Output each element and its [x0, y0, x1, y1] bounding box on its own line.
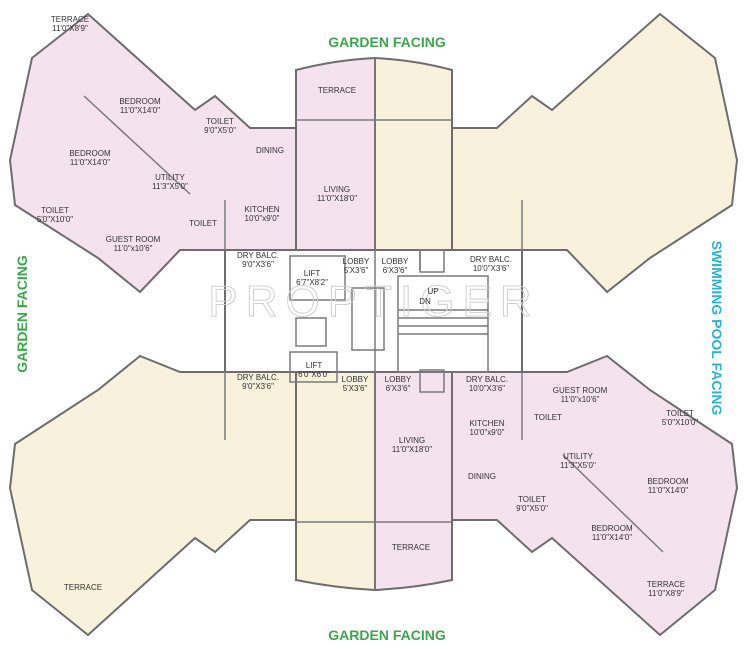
room-label: DINING	[468, 472, 496, 481]
facing-right-label: SWIMMING POOL FACING	[709, 241, 725, 416]
room-size: 9'0"X5'0"	[204, 126, 236, 135]
room-label: KITCHEN	[244, 205, 279, 214]
room-label: TOILET	[206, 117, 234, 126]
room-label: TERRACE	[64, 583, 102, 592]
room-label: DN	[419, 297, 431, 306]
room-size: 10'0"X3'6"	[469, 384, 505, 393]
room-label: TOILET	[189, 219, 217, 228]
room-label: BEDROOM	[647, 477, 689, 486]
room-label: BEDROOM	[591, 524, 633, 533]
room-size: 5'X3'6"	[344, 266, 369, 275]
staircase	[397, 275, 489, 373]
service-core	[224, 249, 523, 393]
room-size: 9'0"X3'6"	[242, 260, 274, 269]
room-size: 11'3"X5'0"	[152, 182, 188, 191]
lift-shaft	[289, 255, 346, 301]
room-label: DRY BALC.	[470, 255, 512, 264]
room-label: LIFT	[306, 361, 323, 370]
unit-top-center-right	[374, 56, 453, 251]
room-label: KITCHEN	[469, 419, 504, 428]
room-size: 11'3"X5'0"	[560, 461, 596, 470]
room-label: UP	[427, 287, 438, 296]
room-size: 11'0"X14'0"	[592, 533, 632, 542]
room-label: LOBBY	[385, 375, 412, 384]
room-label: DRY BALC.	[237, 373, 279, 382]
lift-shaft	[289, 351, 338, 383]
room-label: TERRACE	[318, 86, 356, 95]
room-size: 11'0"X18'0"	[392, 445, 432, 454]
room-label: LIVING	[399, 436, 425, 445]
room-label: UTILITY	[155, 173, 185, 182]
room-label: TOILET	[666, 409, 694, 418]
room-label: DINING	[256, 146, 284, 155]
room-label: TERRACE	[392, 543, 430, 552]
room-size: 11'0"X14'0"	[648, 486, 688, 495]
room-label: LOBBY	[342, 375, 369, 384]
room-labels: TERRACE11'0"X8'9"BEDROOM11'0"X14'0"BEDRO…	[37, 15, 698, 598]
room-label: DRY BALC.	[466, 375, 508, 384]
room-label: TOILET	[41, 206, 69, 215]
room-size: 5'0"X10'0"	[662, 418, 698, 427]
room-label: BEDROOM	[119, 97, 161, 106]
facing-bottom-label: GARDEN FACING	[328, 627, 446, 643]
room-size: 10'0"X3'6"	[473, 264, 509, 273]
room-label: LOBBY	[382, 257, 409, 266]
room-label: LOBBY	[343, 257, 370, 266]
room-size: 5'X3'6"	[343, 384, 368, 393]
room-label: TOILET	[534, 413, 562, 422]
room-size: 11'0"X14'0"	[70, 158, 110, 167]
room-size: 10'0"x9'0"	[245, 214, 280, 223]
room-size: 6'X3'6"	[386, 384, 411, 393]
room-label: TERRACE	[51, 15, 89, 24]
room-size: 11'0"X8'9"	[52, 24, 88, 33]
unit-bottom-center-left	[295, 371, 376, 592]
facing-left-label: GARDEN FACING	[14, 255, 30, 373]
room-size: 11'0"X18'0"	[317, 194, 357, 203]
facing-top-label: GARDEN FACING	[328, 34, 446, 50]
room-label: GUEST ROOM	[553, 386, 608, 395]
room-size: 6'0"X6'0"	[298, 370, 330, 379]
room-label: LIVING	[324, 185, 350, 194]
room-size: 6'7"X8'2"	[296, 278, 328, 287]
room-label: BEDROOM	[69, 149, 111, 158]
interior-walls	[83, 58, 664, 590]
watermark: PROPTIGER	[208, 277, 539, 326]
room-size: 10'0"x9'0"	[470, 428, 505, 437]
room-size: 11'0"X8'9"	[648, 589, 684, 598]
room-size: 9'0"X5'0"	[516, 504, 548, 513]
room-label: UTILITY	[563, 452, 593, 461]
room-size: 6'X3'6"	[383, 266, 408, 275]
room-size: 9'0"X3'6"	[242, 382, 274, 391]
room-label: TERRACE	[647, 580, 685, 589]
room-label: LIFT	[304, 269, 321, 278]
room-size: 11'0"x10'6"	[561, 395, 600, 404]
unit-bottom-center-right	[374, 371, 453, 592]
room-label: GUEST ROOM	[106, 235, 161, 244]
unit-bottom-left	[8, 354, 297, 637]
room-size: 5'0"X10'0"	[37, 215, 73, 224]
room-label: DRY BALC.	[237, 251, 279, 260]
room-label: TOILET	[518, 495, 546, 504]
room-size: 11'0"X14'0"	[120, 106, 160, 115]
room-size: 11'0"x10'6"	[114, 244, 153, 253]
